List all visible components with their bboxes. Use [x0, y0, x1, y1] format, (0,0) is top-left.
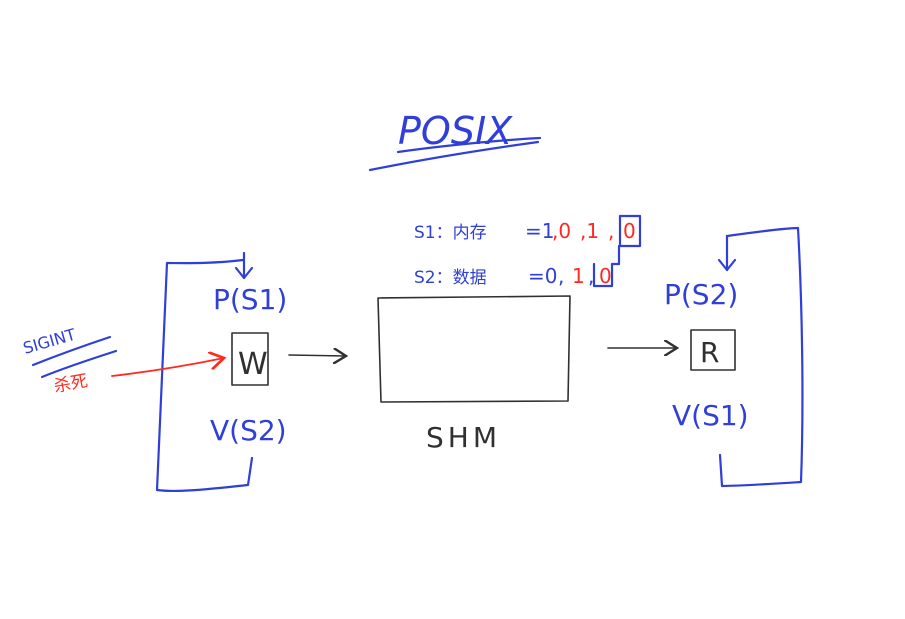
s1-value-1: ,0 — [552, 219, 571, 243]
s2-label: S2：数据 — [414, 268, 487, 288]
s1-value-0: =1 — [525, 219, 554, 243]
semaphore-notes: S1：内存 =1 ,0 ,1 , 0 S2：数据 =0 , 1 , 0 — [414, 214, 642, 288]
writer-loop-arrow-head — [234, 266, 254, 280]
signal-effect: 杀死 — [52, 371, 89, 397]
title-group: POSIX — [368, 109, 542, 172]
s1-value-2: ,1 — [580, 219, 599, 243]
s2-value-3: , — [588, 264, 594, 288]
reader-box-label: R — [700, 336, 719, 369]
shm-label: SHM — [426, 421, 501, 454]
signal-underline-1 — [31, 335, 112, 367]
title-text: POSIX — [398, 109, 513, 153]
s2-value-4: 0 — [599, 264, 612, 288]
shared-memory: SHM — [288, 295, 677, 454]
s2-current-value-box — [592, 244, 621, 288]
writer-loop-path — [155, 258, 254, 493]
writer-box-label: W — [238, 347, 268, 382]
title-underline-1 — [396, 136, 542, 154]
s2-value-1: , — [558, 264, 564, 288]
writer-p-op: P(S1) — [213, 283, 287, 316]
signal-arrow — [111, 358, 224, 377]
writer-box — [231, 332, 269, 386]
reader-v-op: V(S1) — [672, 399, 749, 432]
writer-to-shm-arrow — [288, 355, 346, 356]
s2-value-2: 1 — [572, 264, 585, 288]
s2-value-0: =0 — [528, 264, 557, 288]
s1-label: S1：内存 — [414, 223, 487, 243]
signal-input: SIGINT 杀死 — [21, 325, 224, 397]
signal-underline-2 — [40, 349, 118, 379]
writer-v-op: V(S2) — [210, 414, 287, 447]
reader-process: P(S2) R V(S1) — [664, 226, 804, 488]
reader-box — [690, 329, 736, 371]
s1-current-value-box — [618, 214, 642, 248]
reader-loop-path — [718, 226, 804, 488]
signal-name: SIGINT — [21, 325, 78, 358]
title-underline-2 — [368, 140, 540, 172]
s1-value-3: , — [608, 219, 614, 243]
reader-loop-arrow-head — [717, 258, 737, 272]
reader-p-op: P(S2) — [664, 278, 738, 311]
shm-box — [377, 295, 571, 403]
writer-process: P(S1) W V(S2) — [155, 251, 287, 493]
s1-value-4: 0 — [623, 219, 636, 243]
